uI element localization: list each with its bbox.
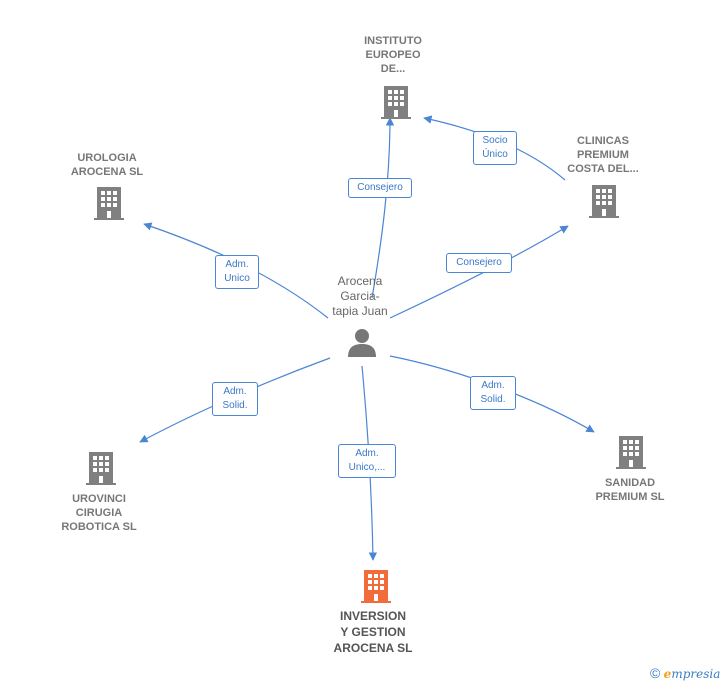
brand-logo[interactable]: empresia xyxy=(663,667,721,681)
copyright-icon: © xyxy=(650,665,661,681)
company-label-inversion: INVERSION Y GESTION AROCENA SL xyxy=(333,609,413,655)
building-icon[interactable] xyxy=(85,450,117,486)
edge-label-inversion[interactable]: Adm. Unico,... xyxy=(338,444,396,478)
edge-label-clinicas-instituto[interactable]: Socio Único xyxy=(473,131,517,165)
company-label-urovinci: UROVINCI CIRUGIA ROBOTICA SL xyxy=(61,493,137,533)
company-label-sanidad: SANIDAD PREMIUM SL xyxy=(595,477,665,503)
company-label-instituto: INSTITUTO EUROPEO DE... xyxy=(364,35,422,75)
building-icon[interactable] xyxy=(380,84,412,120)
building-icon[interactable] xyxy=(588,183,620,219)
edge-label-sanidad[interactable]: Adm. Solid. xyxy=(470,376,516,410)
edge-label-clinicas[interactable]: Consejero xyxy=(446,253,512,273)
edge-label-urovinci[interactable]: Adm. Solid. xyxy=(212,382,258,416)
company-label-urologia: UROLOGIA AROCENA SL xyxy=(70,152,144,178)
company-label-clinicas: CLINICAS PREMIUM COSTA DEL... xyxy=(567,135,639,175)
edge-line-instituto xyxy=(371,117,395,299)
footer-branding: © empresia xyxy=(650,665,720,681)
building-icon-highlighted[interactable] xyxy=(360,568,392,604)
person-icon[interactable] xyxy=(346,326,378,358)
person-label: Arocena Garcia- tapia Juan xyxy=(332,274,388,318)
building-icon[interactable] xyxy=(93,185,125,221)
edge-label-instituto[interactable]: Consejero xyxy=(348,178,412,198)
edge-label-urologia[interactable]: Adm. Unico xyxy=(215,255,259,289)
building-icon[interactable] xyxy=(615,434,647,470)
